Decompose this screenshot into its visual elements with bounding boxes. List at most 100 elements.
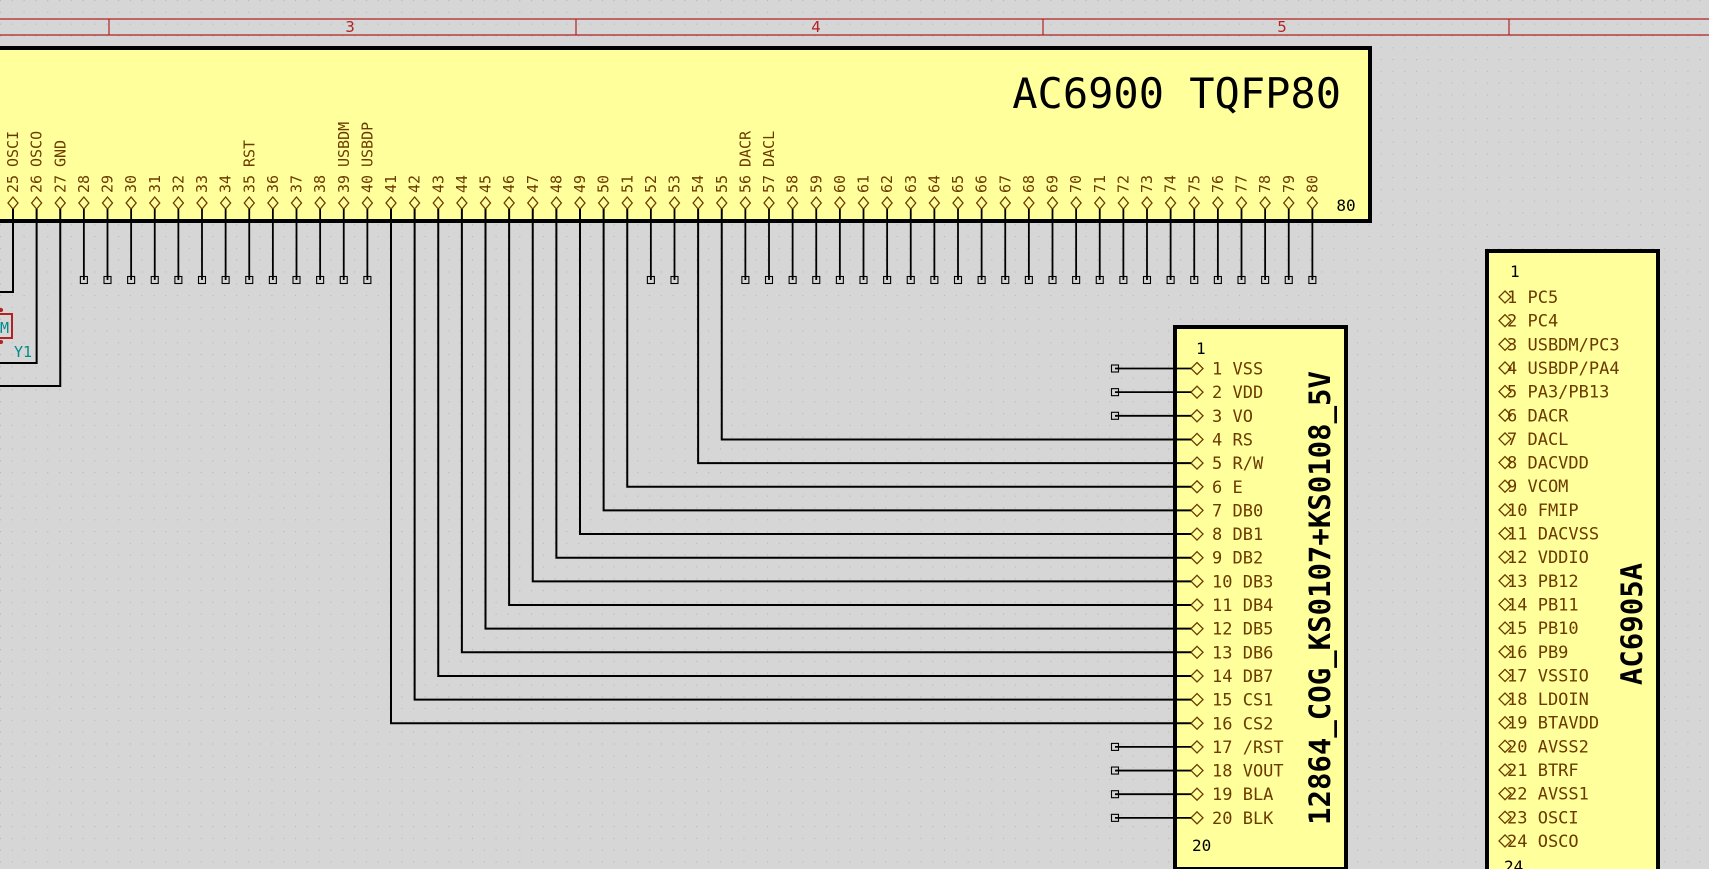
ac6905-pin-3[interactable]: 3 USBDM/PC3 [1498,335,1620,355]
wire-54-to-lcd[interactable] [697,209,1191,465]
ac6905-pin-7[interactable]: 7 DACL [1498,430,1568,450]
wire-41-to-lcd[interactable] [390,209,1191,725]
wire-45-to-lcd[interactable] [484,209,1192,630]
ic-pin-stub-36[interactable] [268,209,277,285]
ac6905-pin-22[interactable]: 22 AVSS1 [1498,785,1589,805]
ic-pin-stub-79[interactable] [1284,209,1293,285]
ic-pin-stub-74[interactable] [1166,209,1175,285]
ic-pin-stub-60[interactable] [835,209,844,285]
ic-pin-stub-58[interactable] [788,209,797,285]
ic-pin-stub-57[interactable] [764,209,774,285]
ic-pin-stub-71[interactable] [1095,209,1104,285]
ic-pin-stub-75[interactable] [1190,209,1199,285]
ic-pin-stub-80[interactable] [1308,209,1317,285]
ic-pin-stub-28[interactable] [79,209,88,285]
lcd-body[interactable] [1173,325,1348,869]
lcd-pin-2[interactable]: 2 VDD [1110,383,1264,403]
ac6905-pin-19[interactable]: 19 BTAVDD [1498,714,1599,734]
lcd-pin-13[interactable]: 13 DB6 [1190,643,1273,663]
lcd-pin-5[interactable]: 5 R/W [1190,454,1264,474]
ic-pin-stub-62[interactable] [883,209,892,285]
lcd-pin-1[interactable]: 1 VSS [1110,360,1264,380]
lcd-pin-18[interactable]: 18 VOUT [1110,762,1284,782]
lcd-pin-12[interactable]: 12 DB5 [1190,620,1273,640]
wire-49-to-lcd[interactable] [579,209,1191,536]
ic-pin-stub-63[interactable] [906,209,915,285]
ac6905-pin-2[interactable]: 2 PC4 [1498,312,1558,332]
ic-pin-stub-61[interactable] [859,209,868,285]
ic-pin-stub-69[interactable] [1048,209,1057,285]
wire-46-to-lcd[interactable] [508,209,1191,606]
ic-body[interactable] [0,46,1372,223]
ic-pin-stub-65[interactable] [953,209,963,285]
wire-55-to-lcd[interactable] [720,209,1191,441]
wire-ic-pin-26[interactable] [0,209,38,364]
lcd-pin-7[interactable]: 7 DB0 [1190,501,1263,521]
wire-48-to-lcd[interactable] [555,209,1191,559]
ac6905-pin-21[interactable]: 21 BTRF [1498,761,1579,781]
ac6905-pin-10[interactable]: 10 FMIP [1498,501,1579,521]
wire-42-to-lcd[interactable] [413,209,1191,701]
lcd-pin-20[interactable]: 20 BLK [1110,809,1275,829]
ic-pin-stub-66[interactable] [977,209,986,285]
ic-pin-stub-39[interactable] [339,209,348,285]
ac6905-pin-8[interactable]: 8 DACVDD [1498,454,1589,474]
ac6905-pin-5[interactable]: 5 PA3/PB13 [1498,383,1609,403]
ic-pin-stub-73[interactable] [1142,209,1152,285]
ac6905-pin-18[interactable]: 18 LDOIN [1498,690,1589,710]
lcd-pin-10[interactable]: 10 DB3 [1190,572,1273,592]
wire-ic-pin-27[interactable] [0,209,62,387]
ac6905-pin-17[interactable]: 17 VSSIO [1498,666,1589,686]
lcd-pin-16[interactable]: 16 CS2 [1190,714,1273,734]
lcd-pin-17[interactable]: 17 /RST [1110,738,1284,758]
ic-pin-stub-59[interactable] [812,209,821,285]
ac6905-body[interactable] [1485,249,1660,869]
wire-51-to-lcd[interactable] [626,209,1191,488]
wire-47-to-lcd[interactable] [531,209,1191,583]
crystal-body[interactable] [0,313,13,339]
ac6905-pin-4[interactable]: 4 USBDP/PA4 [1498,359,1620,379]
lcd-12864-symbol[interactable]: 1 20 12864_COG_KS0107+KS0108_5V 1 VSS2 V… [1110,325,1348,869]
ac6905-pin-12[interactable]: 12 VDDIO [1498,548,1589,568]
ic-pin-stub-76[interactable] [1213,209,1222,285]
ac6905-pin-16[interactable]: 16 PB9 [1498,643,1568,663]
wire-44-to-lcd[interactable] [460,209,1191,654]
ic-pin-stub-67[interactable] [1001,209,1010,285]
lcd-pin-3[interactable]: 3 VO [1110,407,1253,427]
ic-pin-stub-53[interactable] [670,209,679,285]
ac6905-pin-13[interactable]: 13 PB12 [1498,572,1579,592]
ic-pin-stub-68[interactable] [1024,209,1033,285]
lcd-pin-11[interactable]: 11 DB4 [1190,596,1273,616]
ic-pin-stub-30[interactable] [127,209,136,285]
ac6905-pin-15[interactable]: 15 PB10 [1498,619,1579,639]
ac6905-pin-24[interactable]: 24 OSCO [1498,832,1579,852]
ic-pin-stub-56[interactable] [741,209,750,285]
lcd-pin-8[interactable]: 8 DB1 [1190,525,1263,545]
ic-pin-stub-40[interactable] [363,209,372,285]
ac6905-pin-11[interactable]: 11 DACVSS [1498,525,1599,545]
ac6905-pin-14[interactable]: 14 PB11 [1498,595,1579,615]
ic-pin-stub-33[interactable] [197,209,207,285]
ic-pin-stub-35[interactable] [245,209,254,285]
ic-pin-stub-77[interactable] [1237,209,1246,285]
ic-pin-stub-64[interactable] [930,209,939,285]
ic-pin-stub-78[interactable] [1261,209,1270,285]
ic-pin-stub-29[interactable] [103,209,112,285]
ic-pin-stub-70[interactable] [1072,209,1081,285]
ic-pin-stub-38[interactable] [316,209,325,285]
lcd-pin-19[interactable]: 19 BLA [1110,785,1274,805]
ic-pin-stub-37[interactable] [292,209,301,285]
lcd-pin-14[interactable]: 14 DB7 [1190,667,1273,687]
ic-pin-stub-72[interactable] [1119,209,1128,285]
ic-pin-stub-31[interactable] [150,209,159,285]
